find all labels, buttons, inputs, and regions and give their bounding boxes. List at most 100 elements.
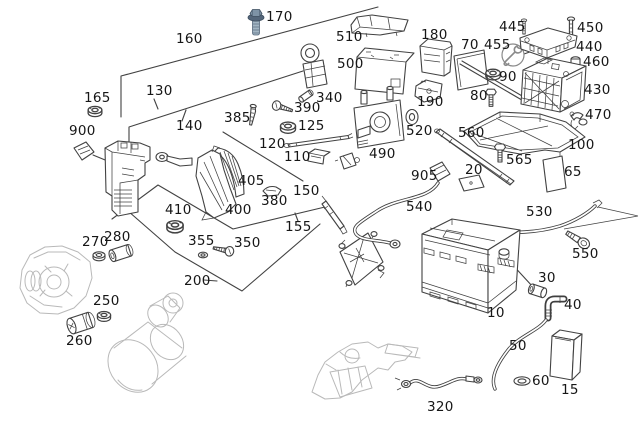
bolt-550[interactable]	[564, 228, 591, 250]
part-label-200[interactable]: 200	[184, 273, 211, 289]
switch-155-target[interactable]	[334, 152, 360, 170]
relay-190[interactable]	[414, 79, 443, 103]
small-module-110[interactable]	[307, 148, 331, 165]
ground-strap-320[interactable]	[394, 375, 483, 391]
part-label-15[interactable]: 15	[561, 382, 579, 398]
part-label-150[interactable]: 150	[293, 183, 320, 199]
grommet-60[interactable]	[513, 376, 531, 386]
part-label-270[interactable]: 270	[82, 234, 109, 250]
part-label-160[interactable]: 160	[176, 31, 203, 47]
mounting-bracket[interactable]	[338, 231, 385, 288]
connector-905[interactable]	[429, 161, 451, 182]
part-label-125[interactable]: 125	[298, 118, 325, 134]
part-label-470[interactable]: 470	[585, 107, 612, 123]
part-label-400[interactable]: 400	[225, 202, 252, 218]
part-label-900[interactable]: 900	[69, 123, 96, 139]
control-module-180[interactable]	[419, 38, 453, 77]
part-label-280[interactable]: 280	[104, 229, 131, 245]
battery-tray-100[interactable]	[463, 111, 586, 159]
part-label-40[interactable]: 40	[564, 297, 582, 313]
part-label-430[interactable]: 430	[584, 82, 611, 98]
prefuse-box[interactable]	[104, 140, 151, 217]
part-label-65[interactable]: 65	[564, 164, 582, 180]
part-label-455[interactable]: 455	[484, 37, 511, 53]
part-label-500[interactable]: 500	[337, 56, 364, 72]
cable-duct-405[interactable]	[213, 147, 245, 198]
part-label-100[interactable]: 100	[568, 137, 595, 153]
damping-pad-20[interactable]	[458, 174, 485, 192]
part-label-10[interactable]: 10	[487, 305, 505, 321]
hold-down-rail-560[interactable]	[434, 128, 515, 186]
part-label-320[interactable]: 320	[427, 399, 454, 415]
part-label-190[interactable]: 190	[417, 94, 444, 110]
part-label-50[interactable]: 50	[509, 338, 527, 354]
part-label-390[interactable]: 390	[294, 100, 321, 116]
part-label-30[interactable]: 30	[538, 270, 556, 286]
part-label-170[interactable]: 170	[266, 9, 293, 25]
part-label-80[interactable]: 80	[470, 88, 488, 104]
part-label-120[interactable]: 120	[259, 136, 286, 152]
terminal-cover-15[interactable]	[549, 329, 583, 381]
part-label-180[interactable]: 180	[421, 27, 448, 43]
vent-cap-30[interactable]	[527, 283, 548, 299]
label-sheet-65[interactable]	[542, 155, 567, 193]
part-label-130[interactable]: 130	[146, 83, 173, 99]
cable-lug[interactable]	[155, 151, 193, 167]
part-label-405[interactable]: 405	[238, 173, 265, 189]
part-label-250[interactable]: 250	[93, 293, 120, 309]
part-label-350[interactable]: 350	[234, 235, 261, 251]
bolt-385[interactable]	[248, 103, 257, 126]
auxiliary-battery-500[interactable]	[354, 47, 415, 95]
part-label-155[interactable]: 155	[285, 219, 312, 235]
part-label-20[interactable]: 20	[465, 162, 483, 178]
terminal-sleeve-260[interactable]	[65, 311, 97, 335]
battery-with-cage-430[interactable]	[520, 57, 587, 113]
connector-900[interactable]	[73, 141, 95, 161]
bracket-400[interactable]	[195, 145, 237, 221]
part-label-355[interactable]: 355	[188, 233, 215, 249]
vent-hose-50[interactable]	[491, 318, 548, 391]
mounting-plate-70[interactable]	[453, 49, 530, 104]
part-label-410[interactable]: 410	[165, 202, 192, 218]
part-label-440[interactable]: 440	[576, 39, 603, 55]
part-label-380[interactable]: 380	[261, 193, 288, 209]
grommet-520[interactable]	[405, 108, 419, 126]
part-label-385[interactable]: 385	[224, 110, 251, 126]
clip-380[interactable]	[262, 185, 282, 197]
part-label-560[interactable]: 560	[458, 125, 485, 141]
part-label-520[interactable]: 520	[406, 123, 433, 139]
terminal-sleeve-280[interactable]	[108, 243, 135, 263]
part-label-340[interactable]: 340	[316, 90, 343, 106]
sleeve-340[interactable]	[298, 89, 314, 103]
link-rod-120[interactable]	[283, 133, 354, 148]
part-label-510[interactable]: 510	[336, 29, 363, 45]
part-label-165[interactable]: 165	[84, 90, 111, 106]
part-label-530[interactable]: 530	[526, 204, 553, 220]
battery-cover-510[interactable]	[350, 14, 409, 38]
part-label-260[interactable]: 260	[66, 333, 93, 349]
prefuse-module-440[interactable]	[519, 27, 578, 59]
part-label-905[interactable]: 905	[411, 168, 438, 184]
part-label-565[interactable]: 565	[506, 152, 533, 168]
wrench-circle-icon	[501, 43, 525, 67]
part-label-140[interactable]: 140	[176, 118, 203, 134]
part-label-550[interactable]: 550	[572, 246, 599, 262]
part-label-490[interactable]: 490	[369, 146, 396, 162]
part-label-70[interactable]: 70	[461, 37, 479, 53]
flange-bolt-170-highlighted[interactable]	[247, 9, 265, 36]
part-label-460[interactable]: 460	[583, 54, 610, 70]
part-label-60[interactable]: 60	[532, 373, 550, 389]
part-label-90[interactable]: 90	[499, 69, 517, 85]
battery-cable-540[interactable]	[353, 181, 440, 249]
battery-sensor-clamp[interactable]	[300, 43, 328, 89]
part-label-450[interactable]: 450	[577, 20, 604, 36]
vent-elbow-40[interactable]	[544, 295, 568, 322]
part-label-445[interactable]: 445	[499, 19, 526, 35]
main-battery-10[interactable]	[421, 218, 521, 314]
fuse-strip-155[interactable]	[321, 195, 348, 235]
pump-bracket-490[interactable]	[353, 85, 405, 149]
part-label-540[interactable]: 540	[406, 199, 433, 215]
part-label-110[interactable]: 110	[284, 149, 311, 165]
screw-445[interactable]	[520, 18, 528, 35]
